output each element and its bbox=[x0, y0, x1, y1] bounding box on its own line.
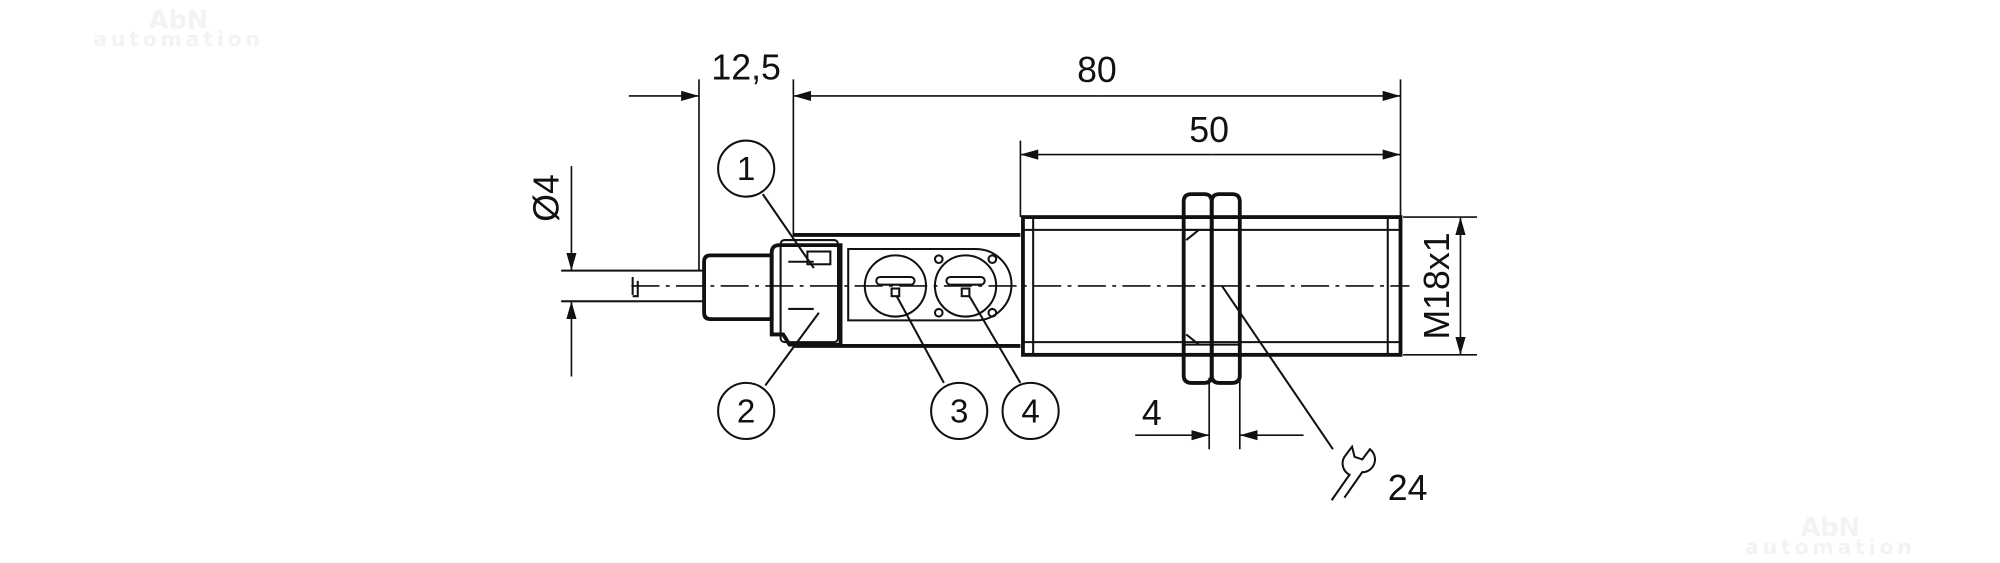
svg-text:Ø4: Ø4 bbox=[527, 174, 567, 222]
callout-1: 1 bbox=[717, 139, 815, 269]
callout-2: 2 bbox=[717, 312, 820, 441]
callout-4: 4 bbox=[968, 295, 1060, 441]
extension-lines bbox=[561, 79, 1478, 450]
svg-text:M18x1: M18x1 bbox=[1417, 232, 1457, 339]
svg-text:2: 2 bbox=[737, 393, 755, 430]
wrench-size-label: 24 bbox=[1221, 285, 1428, 508]
svg-text:AbN: AbN bbox=[1801, 513, 1860, 543]
callout-3: 3 bbox=[895, 295, 989, 441]
watermark-top: AbN automation bbox=[93, 5, 264, 51]
svg-text:automation: automation bbox=[93, 27, 264, 51]
lock-nuts bbox=[1181, 192, 1242, 385]
svg-text:12,5: 12,5 bbox=[711, 47, 780, 87]
dimension-80: 80 bbox=[793, 50, 1401, 102]
svg-text:24: 24 bbox=[1388, 468, 1428, 508]
svg-text:AbN: AbN bbox=[149, 5, 208, 35]
watermark-bottom: AbN automation bbox=[1745, 513, 1916, 559]
svg-text:50: 50 bbox=[1189, 110, 1229, 150]
cable-gland bbox=[702, 239, 843, 347]
dimension-50: 50 bbox=[1020, 110, 1401, 160]
svg-text:4: 4 bbox=[1021, 393, 1039, 430]
dimension-nut-4: 4 bbox=[1135, 393, 1304, 441]
svg-text:3: 3 bbox=[950, 393, 968, 430]
svg-text:80: 80 bbox=[1077, 50, 1117, 90]
dimension-diameter-4: Ø4 bbox=[527, 166, 577, 377]
dimension-thread: M18x1 bbox=[1417, 217, 1466, 355]
wrench-icon bbox=[1330, 444, 1377, 501]
svg-text:automation: automation bbox=[1745, 535, 1916, 559]
svg-text:1: 1 bbox=[737, 151, 755, 188]
dimension-12-5: 12,5 bbox=[628, 47, 781, 102]
svg-text:4: 4 bbox=[1142, 393, 1162, 433]
